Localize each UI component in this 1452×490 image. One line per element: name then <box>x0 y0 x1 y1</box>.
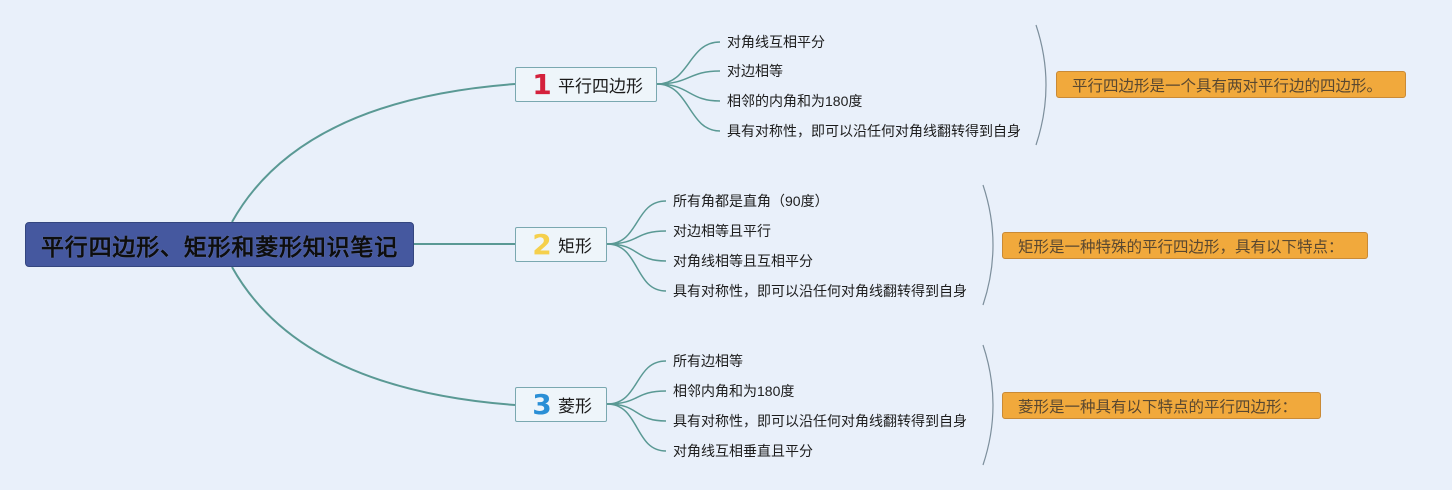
branch-number-badge: 1 <box>532 67 552 101</box>
connector-branch-2-item-1 <box>606 200 667 245</box>
connector-branch-2-item-2 <box>606 230 667 245</box>
connector-branch-2-item-3 <box>606 243 667 262</box>
branch-label: 矩形 <box>558 237 592 256</box>
connector-branch-3-item-1 <box>606 360 667 405</box>
summary-bracket-1 <box>1035 24 1047 146</box>
summary-text: 平行四边形是一个具有两对平行边的四边形。 <box>1072 77 1383 95</box>
subtopic-item[interactable]: 对边相等且平行 <box>673 223 771 239</box>
subtopic-item[interactable]: 对角线互相垂直且平分 <box>673 443 813 459</box>
subtopic-item[interactable]: 所有角都是直角（90度） <box>673 193 829 209</box>
connector-branch-3-item-2 <box>606 390 667 405</box>
summary-topic[interactable]: 平行四边形是一个具有两对平行边的四边形。 <box>1056 71 1406 98</box>
subtopic-item[interactable]: 对角线互相平分 <box>727 34 825 50</box>
connector-root-to-branch-3 <box>231 266 516 406</box>
subtopic-item[interactable]: 对边相等 <box>727 63 783 79</box>
summary-text: 菱形是一种具有以下特点的平行四边形： <box>1018 398 1298 416</box>
connector-root-to-branch-1 <box>231 83 516 223</box>
connector-branch-3-item-4 <box>606 403 667 452</box>
branch-label: 平行四边形 <box>558 77 643 96</box>
connector-branch-1-item-3 <box>656 83 721 102</box>
subtopic-item[interactable]: 所有边相等 <box>673 353 743 369</box>
summary-text: 矩形是一种特殊的平行四边形，具有以下特点： <box>1018 238 1344 256</box>
subtopic-item[interactable]: 具有对称性，即可以沿任何对角线翻转得到自身 <box>727 123 1021 139</box>
connector-branch-1-item-4 <box>656 83 721 132</box>
summary-topic[interactable]: 矩形是一种特殊的平行四边形，具有以下特点： <box>1002 232 1368 259</box>
branch-topic-rectangle[interactable]: 2 矩形 <box>515 227 607 262</box>
subtopic-item[interactable]: 相邻内角和为180度 <box>673 383 795 399</box>
central-topic[interactable]: 平行四边形、矩形和菱形知识笔记 <box>25 222 414 267</box>
subtopic-item[interactable]: 具有对称性，即可以沿任何对角线翻转得到自身 <box>673 283 967 299</box>
summary-bracket-2 <box>982 184 994 306</box>
connector-branch-3-item-3 <box>606 403 667 422</box>
branch-topic-parallelogram[interactable]: 1 平行四边形 <box>515 67 657 102</box>
branch-label: 菱形 <box>558 397 592 416</box>
subtopic-item[interactable]: 相邻的内角和为180度 <box>727 93 863 109</box>
summary-topic[interactable]: 菱形是一种具有以下特点的平行四边形： <box>1002 392 1321 419</box>
branch-topic-rhombus[interactable]: 3 菱形 <box>515 387 607 422</box>
connector-branch-1-item-2 <box>656 70 721 85</box>
connector-branch-1-item-1 <box>656 41 721 85</box>
central-topic-title: 平行四边形、矩形和菱形知识笔记 <box>41 233 398 260</box>
subtopic-item[interactable]: 对角线相等且互相平分 <box>673 253 813 269</box>
branch-number-badge: 3 <box>532 387 552 421</box>
connector-branch-2-item-4 <box>606 243 667 292</box>
subtopic-item[interactable]: 具有对称性，即可以沿任何对角线翻转得到自身 <box>673 413 967 429</box>
branch-number-badge: 2 <box>532 227 552 261</box>
summary-bracket-3 <box>982 344 994 466</box>
